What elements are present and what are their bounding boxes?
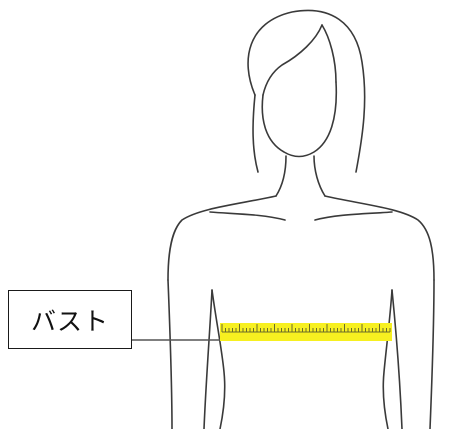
measuring-tape xyxy=(220,323,392,341)
label-box: バスト xyxy=(8,290,132,349)
neck-left xyxy=(276,156,286,196)
shoulder-left xyxy=(168,196,276,280)
hair-outline xyxy=(248,10,365,172)
face-outline xyxy=(262,82,336,157)
collarbone-left xyxy=(210,212,285,220)
bust-label: バスト xyxy=(31,302,109,338)
arm-right-outer xyxy=(430,280,434,429)
torso-right xyxy=(383,290,392,429)
hair-left-strand xyxy=(253,95,258,172)
arm-left-outer xyxy=(168,280,172,429)
arm-right-inner xyxy=(392,290,402,429)
torso-left xyxy=(212,290,225,429)
collarbone-right xyxy=(315,212,392,220)
shoulder-right xyxy=(325,196,434,280)
hair-inner xyxy=(322,25,336,82)
neck-right xyxy=(314,156,325,196)
hair-parting xyxy=(263,25,322,95)
arm-left-inner xyxy=(204,290,212,429)
